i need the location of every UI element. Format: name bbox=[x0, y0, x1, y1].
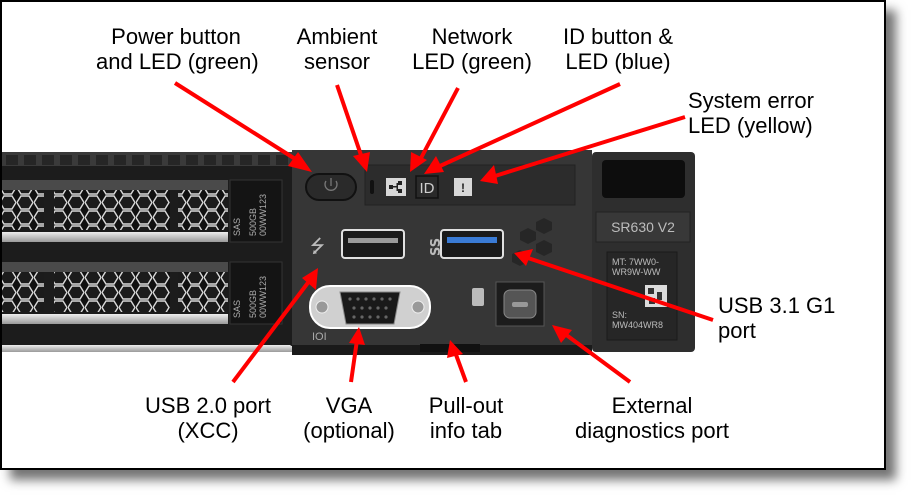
callout-usb31: USB 3.1 G1 port bbox=[718, 293, 835, 343]
callout-power-line1: Power button bbox=[111, 24, 241, 49]
ambient-sensor bbox=[370, 180, 374, 194]
callout-network: Network LED (green) bbox=[398, 24, 546, 74]
ear-mt-line1: MT: 7WW0- bbox=[612, 257, 659, 267]
vga-icon: IOI bbox=[312, 331, 327, 343]
ear-sn-label: SN: bbox=[612, 310, 628, 320]
ear-mt-line2: WR9W-WW bbox=[612, 267, 661, 277]
warning-icon: ! bbox=[461, 181, 465, 195]
callout-diag-line1: External bbox=[611, 393, 693, 418]
usb2-port[interactable]: ⭍ bbox=[310, 229, 405, 259]
drive-2-label: SAS 500GB 00WW123 bbox=[232, 258, 268, 318]
callout-network-line2: LED (green) bbox=[412, 49, 532, 74]
callout-usb31-line1: USB 3.1 G1 bbox=[718, 293, 836, 318]
callout-ambient: Ambient sensor bbox=[285, 24, 389, 74]
drive-bay-2[interactable] bbox=[2, 261, 283, 325]
diagnostics-handset-icon bbox=[472, 288, 484, 306]
vga-port[interactable]: IOI bbox=[309, 285, 431, 343]
id-button[interactable]: ID bbox=[415, 175, 439, 199]
callout-pullout: Pull-out info tab bbox=[414, 393, 518, 443]
drive-1-type: SAS bbox=[232, 217, 242, 236]
callout-power-line2: and LED (green) bbox=[96, 49, 259, 74]
callout-id-line2: LED (blue) bbox=[565, 49, 671, 74]
bottom-rail bbox=[2, 345, 300, 352]
drive-bay-1[interactable] bbox=[2, 179, 283, 243]
callout-vga-line1: VGA bbox=[325, 393, 373, 418]
callout-ambient-line1: Ambient bbox=[296, 24, 378, 49]
callout-error-line1: System error bbox=[688, 88, 814, 113]
usb-icon: ⭍ bbox=[310, 236, 325, 257]
callout-diag-line2: diagnostics port bbox=[574, 418, 730, 443]
callout-usb20-line2: (XCC) bbox=[177, 418, 239, 443]
ear-model-label: SR630 V2 bbox=[611, 219, 675, 235]
callout-pullout-line2: info tab bbox=[429, 418, 503, 443]
ear-sn-value: MW404WR8 bbox=[612, 320, 664, 330]
callout-id-line1: ID button & bbox=[562, 24, 674, 49]
drive-2-capacity: 500GB bbox=[248, 289, 258, 318]
callout-ambient-line2: sensor bbox=[303, 49, 371, 74]
callout-id: ID button & LED (blue) bbox=[550, 24, 686, 74]
drive-1-capacity: 500GB bbox=[248, 207, 258, 236]
frame-left-edge bbox=[0, 0, 2, 469]
id-icon: ID bbox=[420, 180, 435, 197]
callout-usb31-line2: port bbox=[718, 318, 756, 343]
callout-error: System error LED (yellow) bbox=[688, 88, 814, 138]
system-error-led: ! bbox=[454, 178, 472, 196]
callout-vga: VGA (optional) bbox=[290, 393, 408, 443]
callout-diag: External diagnostics port bbox=[564, 393, 740, 443]
top-vent-strip bbox=[2, 152, 292, 166]
callout-vga-line2: (optional) bbox=[303, 418, 395, 443]
callout-power: Power button and LED (green) bbox=[96, 24, 259, 74]
callout-usb20: USB 2.0 port (XCC) bbox=[128, 393, 288, 443]
callout-network-line1: Network bbox=[431, 24, 513, 49]
drive-2-type: SAS bbox=[232, 299, 242, 318]
network-icon bbox=[389, 181, 402, 193]
drive-2-part: 00WW123 bbox=[258, 275, 268, 318]
callout-pullout-line1: Pull-out bbox=[428, 393, 504, 418]
drive-1-part: 00WW123 bbox=[258, 193, 268, 236]
callout-usb20-line1: USB 2.0 port bbox=[145, 393, 271, 418]
rack-ear bbox=[592, 152, 695, 352]
usb31-port[interactable]: SS bbox=[429, 229, 504, 259]
callout-error-line2: LED (yellow) bbox=[688, 113, 813, 138]
power-icon bbox=[324, 180, 338, 191]
network-led bbox=[386, 178, 406, 196]
external-diagnostics-port[interactable] bbox=[472, 281, 545, 327]
drive-1-label: SAS 500GB 00WW123 bbox=[232, 176, 268, 236]
callout-arrows bbox=[173, 81, 714, 384]
power-button[interactable] bbox=[305, 173, 357, 201]
